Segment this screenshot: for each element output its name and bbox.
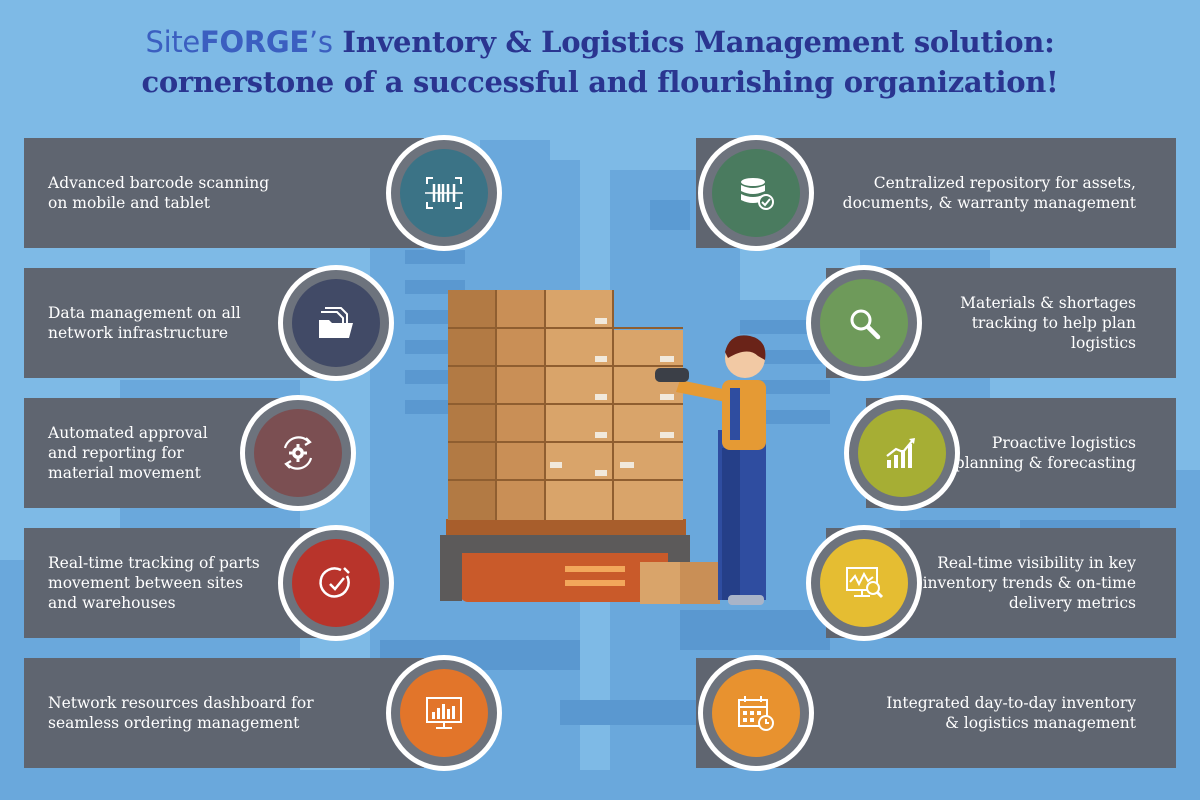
feature-text: Real-time tracking of parts movement bet… — [48, 554, 260, 612]
feature-text: Automated approval and reporting for mat… — [48, 424, 208, 482]
icon-disc — [712, 149, 800, 237]
title-line-1: SiteFORGE’s Inventory & Logistics Manage… — [0, 22, 1200, 62]
icon-disc — [292, 539, 380, 627]
feature-text: Materials & shortages tracking to help p… — [960, 294, 1136, 352]
monitor-chart-icon — [426, 697, 462, 729]
feature-banner-real-time-tracking: Real-time tracking of parts movement bet… — [24, 528, 324, 638]
icon-ring-automated-approval — [240, 395, 356, 511]
brand-site: Site — [145, 25, 201, 59]
calendar-clock-icon — [738, 696, 774, 731]
feature-text: Network resources dashboard for seamless… — [48, 694, 314, 732]
feature-banner-network-dashboard: Network resources dashboard for seamless… — [24, 658, 424, 768]
stacked-boxes-illustration — [448, 290, 720, 604]
brand-forge: FORGE — [199, 25, 309, 59]
title-line-1-rest: Inventory & Logistics Management solutio… — [332, 25, 1055, 59]
feature-text: Real-time visibility in key inventory tr… — [922, 554, 1136, 612]
icon-ring-real-time-visibility — [806, 525, 922, 641]
icon-ring-data-management — [278, 265, 394, 381]
icon-ring-proactive-planning — [844, 395, 960, 511]
monitor-analytics-icon — [846, 567, 884, 599]
icon-disc — [400, 149, 488, 237]
gear-cycle-icon — [283, 436, 313, 470]
icon-disc — [292, 279, 380, 367]
feature-banner-automated-approval: Automated approval and reporting for mat… — [24, 398, 294, 508]
icon-ring-integrated-management — [698, 655, 814, 771]
magnifier-icon — [850, 309, 881, 340]
page-title: SiteFORGE’s Inventory & Logistics Manage… — [0, 22, 1200, 102]
growth-chart-icon — [886, 438, 915, 468]
feature-text: Centralized repository for assets, docum… — [842, 174, 1136, 212]
stopwatch-check-icon — [319, 567, 350, 598]
icon-disc — [858, 409, 946, 497]
icon-ring-centralized-repository — [698, 135, 814, 251]
feature-banner-data-management: Data management on all network infrastru… — [24, 268, 324, 378]
title-line-2: cornerstone of a successful and flourish… — [141, 65, 1059, 99]
icon-disc — [820, 539, 908, 627]
icon-ring-real-time-tracking — [278, 525, 394, 641]
feature-banner-barcode: Advanced barcode scanning on mobile and … — [24, 138, 424, 248]
brand-suffix: ’s — [308, 25, 333, 59]
brand-logo: SiteFORGE’s — [146, 25, 333, 59]
worker-illustration — [655, 335, 766, 605]
icon-ring-network-dashboard — [386, 655, 502, 771]
icon-disc — [254, 409, 342, 497]
icon-disc — [712, 669, 800, 757]
icon-ring-barcode — [386, 135, 502, 251]
barcode-scanner-icon — [425, 177, 463, 209]
database-check-icon — [741, 178, 774, 210]
feature-text: Proactive logistics planning & forecasti… — [954, 434, 1136, 472]
icon-ring-materials-tracking — [806, 265, 922, 381]
feature-text: Data management on all network infrastru… — [48, 304, 241, 342]
folder-documents-icon — [319, 307, 353, 338]
feature-text: Integrated day-to-day inventory & logist… — [886, 694, 1136, 732]
icon-disc — [820, 279, 908, 367]
feature-text: Advanced barcode scanning on mobile and … — [48, 174, 270, 212]
icon-disc — [400, 669, 488, 757]
